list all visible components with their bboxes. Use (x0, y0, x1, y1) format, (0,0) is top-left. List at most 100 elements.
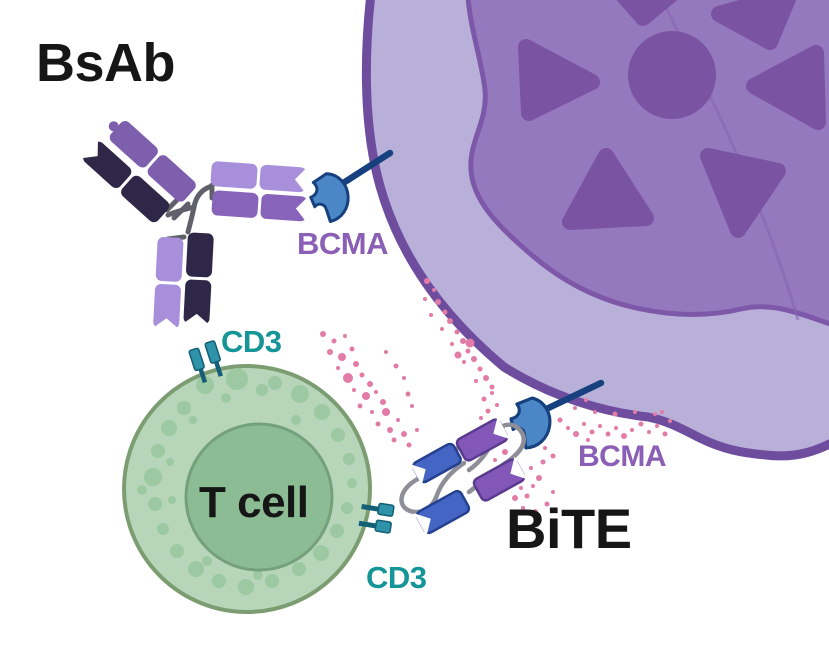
t-cell-granule (291, 385, 309, 403)
cytokine-dot (442, 309, 448, 315)
cytokine-dot (540, 459, 546, 465)
cytokine-dot (557, 417, 563, 423)
cytokine-dot (462, 360, 466, 364)
chromatin-wedge (518, 39, 600, 121)
cd3-head (204, 340, 221, 364)
chromatin-center (628, 31, 716, 119)
cytokine-dot (406, 442, 412, 448)
cytokine-dot (450, 342, 454, 346)
cd3-head (374, 519, 392, 534)
cytokine-dot (660, 410, 664, 414)
bcma-stalk (333, 149, 394, 191)
cd3-stem (213, 360, 223, 377)
bite-anti-bcma-domain (455, 416, 511, 462)
cd3-label-bottom: CD3 (366, 560, 427, 595)
cytokine-dot (402, 376, 406, 380)
t-cell-nucleus (184, 422, 334, 572)
cytokine-dot (529, 466, 533, 470)
cytokine-dot (357, 403, 363, 409)
t-cell-granule (202, 556, 212, 566)
cytokine-dot (493, 458, 497, 462)
cytokine-dot (655, 424, 659, 428)
t-cell-label: T cell (199, 478, 309, 527)
cytokine-dot (593, 410, 597, 414)
bsab-antibody (79, 121, 309, 331)
cytokine-dot (327, 349, 333, 355)
t-cell-granule (170, 544, 184, 558)
cytokine-dot (401, 431, 407, 437)
cytokine-dot (621, 433, 627, 439)
chromatin-wedge (746, 45, 826, 130)
cytokine-dot (384, 350, 388, 354)
cytokine-dot (544, 501, 550, 507)
bcma-label-top: BCMA (297, 226, 389, 261)
t-cell-granule (151, 444, 165, 458)
cytokine-dot (320, 331, 326, 337)
t-cell-granule (347, 478, 357, 488)
t-cell-granule (314, 404, 330, 420)
cytokine-dot (614, 426, 618, 430)
cytokine-dot (352, 388, 356, 392)
cytokine-dot (380, 399, 386, 405)
cytokine-dot (536, 475, 542, 481)
t-cell-granule (331, 428, 345, 442)
cytokine-dot (481, 396, 487, 402)
cytokine-dot (382, 408, 390, 416)
cd3-stem (361, 504, 380, 512)
cytokine-dot (387, 427, 393, 433)
t-cell (122, 364, 372, 614)
chromatin-cartwheel (518, 0, 826, 238)
cytokine-dot (396, 418, 400, 422)
t-cell-granule (177, 401, 191, 415)
cytokine-dot (531, 484, 535, 488)
cytokine-dot (343, 373, 353, 383)
antibody-arm-right (210, 161, 309, 223)
cytokine-dot (668, 419, 672, 423)
cd3-head (188, 347, 205, 372)
t-cell-granule (161, 420, 177, 436)
cytokine-dot (349, 346, 355, 352)
antibody-arm-upper-left (79, 121, 196, 223)
cd3-stem (198, 367, 208, 384)
cytokine-dot (584, 398, 588, 402)
bite-molecule (399, 416, 528, 536)
cytokine-dot (477, 366, 483, 372)
cytokine-dot (612, 411, 618, 417)
cytokine-dot (393, 363, 399, 369)
cytokine-dot (586, 438, 590, 442)
cytokine-dot (338, 353, 346, 361)
cytokine-dot (454, 329, 460, 335)
t-cell-granule (313, 545, 329, 561)
cytokine-dot (465, 348, 471, 354)
cytokine-dot (550, 453, 556, 459)
cd3-stem (358, 520, 378, 529)
t-cell-granule (253, 570, 263, 580)
cytokine-dot (543, 446, 547, 450)
t-cell-granule (196, 376, 214, 394)
cytokine-dot (405, 391, 411, 397)
chromatin-wedge (711, 0, 797, 50)
t-cell-granule (157, 523, 169, 535)
cytokine-dot (424, 278, 430, 284)
cytokine-dot (410, 404, 414, 408)
cytokine-dot (524, 493, 530, 499)
cytokine-dot (460, 338, 466, 344)
bite-anti-cd3-domain (410, 442, 462, 486)
t-cell-granule (212, 574, 226, 588)
cytokine-dot (415, 428, 419, 432)
cytokine-dot (435, 299, 441, 305)
cd3-label-top: CD3 (221, 324, 282, 359)
cytokine-dot (582, 422, 586, 426)
cytokine-dot (343, 334, 347, 338)
cytokine-dot (647, 430, 651, 434)
bite-anti-cd3-domain (413, 489, 471, 536)
cytokine-dot (630, 428, 634, 432)
t-cell-granule (189, 416, 197, 424)
t-cell-granule (188, 561, 204, 577)
chromatin-wedge (562, 148, 654, 230)
antibody-arm-bottom (151, 232, 214, 331)
t-cell-granule (166, 458, 174, 466)
cytokine-dot (566, 426, 570, 430)
cytokine-dot (490, 391, 494, 395)
t-cell-granule (343, 453, 355, 465)
